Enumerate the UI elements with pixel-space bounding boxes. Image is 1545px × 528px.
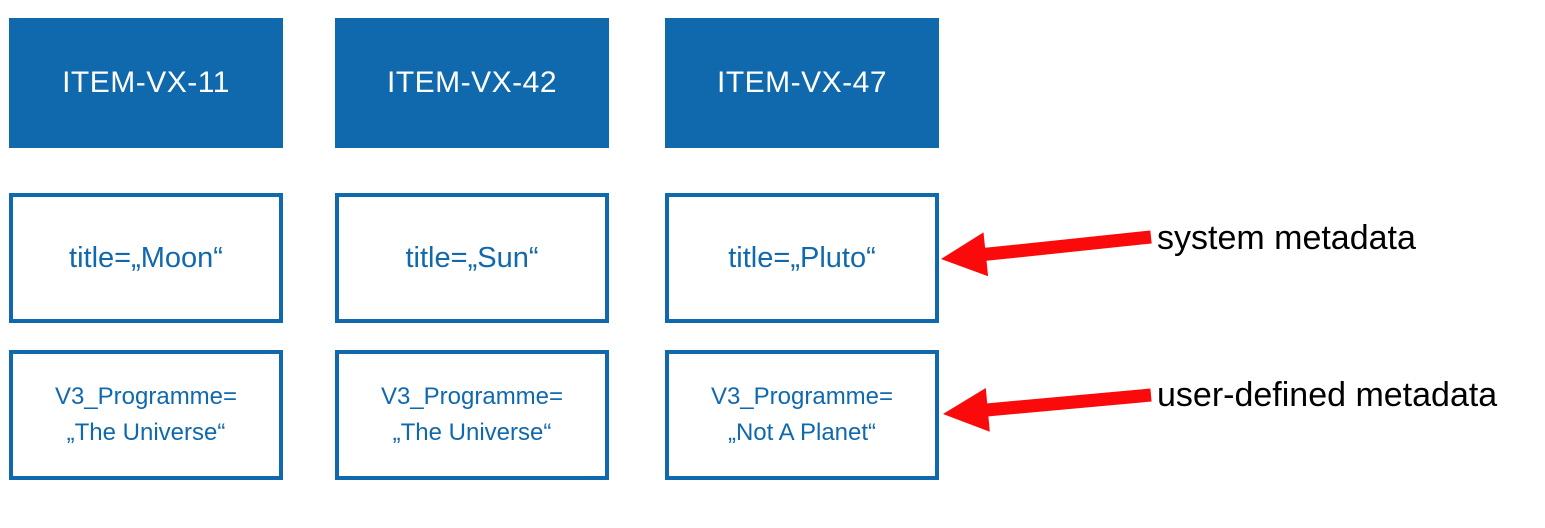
user-metadata-key: V3_Programme= <box>54 383 238 410</box>
user-metadata-box: V3_Programme= „The Universe“ <box>335 350 609 480</box>
user-metadata-key: V3_Programme= <box>380 383 564 410</box>
user-metadata-value: „The Universe“ <box>66 419 226 446</box>
system-metadata-value: title=„Sun“ <box>405 241 539 274</box>
item-column: ITEM-VX-42 title=„Sun“ V3_Programme= „Th… <box>335 0 609 528</box>
item-column: ITEM-VX-47 title=„Pluto“ V3_Programme= „… <box>665 0 939 528</box>
user-metadata-box: V3_Programme= „The Universe“ <box>9 350 283 480</box>
user-metadata-arrow-icon <box>943 388 1152 432</box>
user-metadata-box: V3_Programme= „Not A Planet“ <box>665 350 939 480</box>
item-column: ITEM-VX-11 title=„Moon“ V3_Programme= „T… <box>9 0 283 528</box>
system-metadata-box: title=„Pluto“ <box>665 193 939 323</box>
system-metadata-value: title=„Pluto“ <box>728 241 876 274</box>
item-header: ITEM-VX-47 <box>665 18 939 148</box>
user-metadata-label: user-defined metadata <box>1157 376 1498 414</box>
system-metadata-arrow-icon <box>941 230 1152 277</box>
user-metadata-value: „Not A Planet“ <box>727 419 877 446</box>
system-metadata-value: title=„Moon“ <box>69 241 223 274</box>
user-metadata-key: V3_Programme= <box>710 383 894 410</box>
system-metadata-box: title=„Moon“ <box>9 193 283 323</box>
item-header: ITEM-VX-42 <box>335 18 609 148</box>
system-metadata-box: title=„Sun“ <box>335 193 609 323</box>
item-header: ITEM-VX-11 <box>9 18 283 148</box>
system-metadata-label: system metadata <box>1157 219 1416 257</box>
user-metadata-value: „The Universe“ <box>392 419 552 446</box>
